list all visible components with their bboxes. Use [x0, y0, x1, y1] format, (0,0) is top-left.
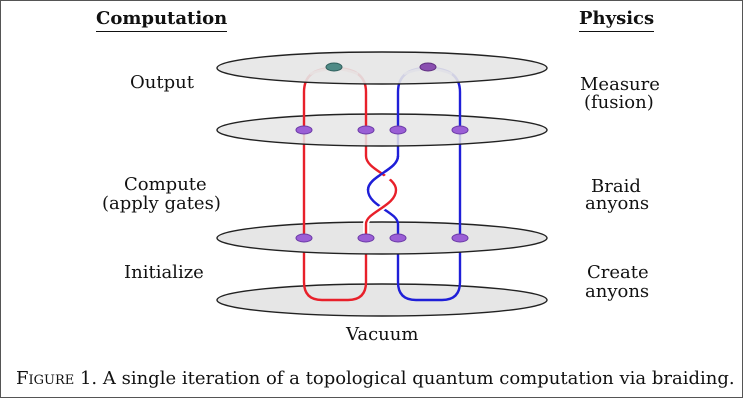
fusion-label: (fusion)	[584, 92, 654, 113]
anyon-compute-1	[295, 125, 313, 135]
physics-header: Physics	[579, 10, 655, 32]
anyon-init-2	[357, 233, 375, 243]
red-braid-strand-colored	[364, 130, 398, 238]
anyon-output-left	[325, 62, 343, 72]
initialize-label: Initialize	[124, 262, 204, 283]
caption-text: A single iteration of a topological quan…	[97, 368, 735, 389]
braiding-diagram	[216, 51, 548, 317]
anyon-compute-2	[357, 125, 375, 135]
create-label: Create	[587, 262, 649, 283]
anyon-init-3	[389, 233, 407, 243]
plane-initialize	[216, 221, 548, 255]
plane-compute	[216, 113, 548, 147]
compute-label: Compute	[124, 174, 207, 195]
anyon-compute-4	[451, 125, 469, 135]
caption-figure-number: Figure 1.	[16, 368, 98, 389]
braid-label: Braid	[591, 176, 641, 197]
anyon-init-4	[451, 233, 469, 243]
blue-braid-overcross	[375, 166, 401, 188]
anyon-init-1	[295, 233, 313, 243]
blue-worldline-creation	[396, 238, 462, 302]
measure-label: Measure	[580, 74, 660, 95]
red-worldline-creation	[302, 238, 368, 302]
anyon-output-right	[419, 62, 437, 72]
create-anyons-label: anyons	[585, 281, 650, 302]
plane-vacuum	[216, 283, 548, 317]
apply-gates-label: (apply gates)	[102, 193, 221, 214]
computation-header: Computation	[96, 10, 228, 32]
figure-caption: Figure 1. A single iteration of a topolo…	[16, 368, 735, 389]
plane-output	[216, 51, 548, 85]
output-label: Output	[130, 72, 194, 93]
braid-anyons-label: anyons	[585, 193, 650, 214]
blue-braid-overcross-colored	[366, 155, 400, 191]
anyon-compute-3	[389, 125, 407, 135]
vacuum-label: Vacuum	[346, 324, 419, 345]
